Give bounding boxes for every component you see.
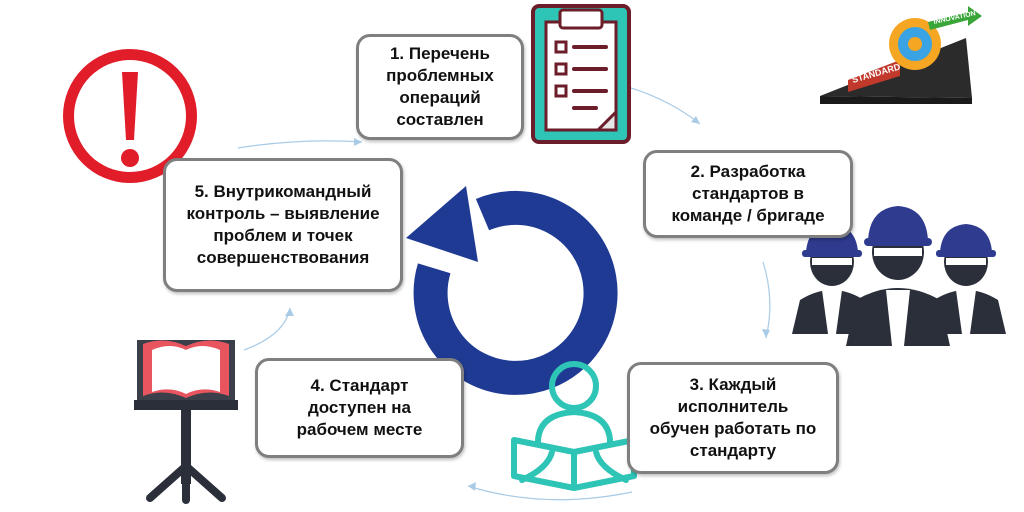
clipboard-icon: [531, 4, 631, 144]
step-4-box: 4. Стандарт доступен на рабочем месте: [255, 358, 464, 458]
warning-icon: [63, 49, 197, 183]
reader-icon: [511, 361, 637, 491]
arrow-4-5: [243, 307, 291, 351]
arrow-3-4: [467, 485, 633, 501]
workers-icon: [792, 206, 1006, 346]
arrow-5-1: [237, 140, 363, 149]
step-5-box: 5. Внутрикомандный контроль – выявление …: [163, 158, 403, 292]
cycle-arrow-icon: [406, 186, 618, 395]
step-2-box: 2. Разработка стандартов в команде / бри…: [643, 150, 853, 238]
arrow-2-3: [762, 261, 771, 339]
standard-innovation-icon: STANDARD INNOVATION: [820, 6, 982, 104]
music-stand-icon: [134, 340, 238, 504]
step-1-box: 1. Перечень проблемных операций составле…: [356, 34, 524, 140]
step-3-box: 3. Каждый исполнитель обучен работать по…: [627, 362, 839, 474]
